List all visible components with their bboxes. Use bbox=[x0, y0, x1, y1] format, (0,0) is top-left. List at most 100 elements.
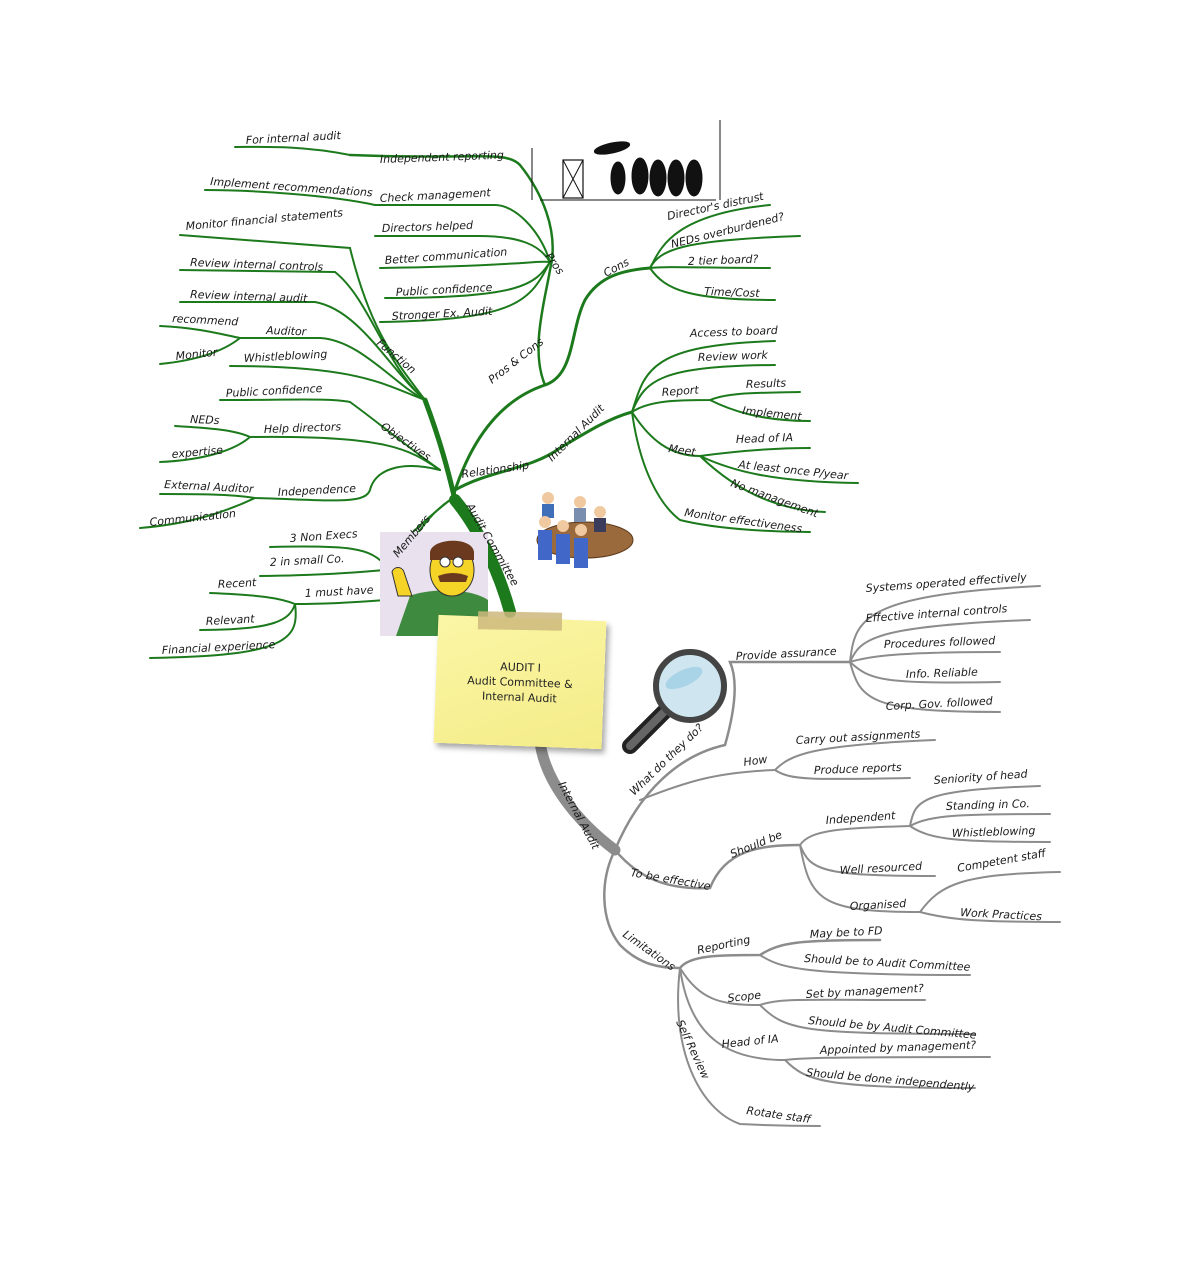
branch-done-independently bbox=[784, 1059, 976, 1089]
set-by-management-label: Set by management? bbox=[805, 982, 924, 1001]
should-be-label: Should be bbox=[728, 828, 784, 861]
standing-label: Standing in Co. bbox=[946, 797, 1030, 813]
independence-label: Independence bbox=[277, 482, 356, 499]
branch-recent bbox=[209, 592, 296, 605]
central-subtitle-2: Internal Audit bbox=[481, 689, 558, 705]
branch-3-non-execs bbox=[269, 545, 386, 566]
report-label: Report bbox=[661, 383, 699, 399]
branch-review-work bbox=[631, 364, 776, 413]
central-title: AUDIT I bbox=[499, 659, 542, 675]
branch-whistleblowing-ia bbox=[909, 825, 1051, 843]
branch-should-be-to-ac bbox=[759, 954, 971, 976]
should-be-by-ac-label: Should be by Audit Committee bbox=[808, 1014, 978, 1042]
branch-stronger-ex-audit bbox=[379, 261, 551, 323]
central-topic-note: AUDIT I Audit Committee & Internal Audit bbox=[433, 614, 607, 750]
help-directors-label: Help directors bbox=[264, 420, 342, 436]
branch-relationship bbox=[453, 410, 634, 492]
for-internal-audit-label: For internal audit bbox=[245, 129, 341, 147]
branch-independent-reporting bbox=[348, 153, 554, 387]
branch-independence-ext bbox=[159, 465, 441, 502]
branch-relevant bbox=[199, 603, 296, 631]
may-be-to-fd-label: May be to FD bbox=[809, 924, 882, 941]
procedures-followed-label: Procedures followed bbox=[884, 634, 997, 651]
review-internal-audit-label: Review internal audit bbox=[190, 288, 308, 305]
branch-well-resourced bbox=[799, 844, 936, 877]
independent-reporting-label: Independent reporting bbox=[380, 149, 504, 166]
competent-staff-label: Competent staff bbox=[956, 846, 1047, 875]
branch-produce-reports bbox=[774, 769, 911, 781]
corp-gov-label: Corp. Gov. followed bbox=[885, 694, 994, 713]
how-label: How bbox=[743, 753, 769, 769]
branch-implement bbox=[709, 399, 811, 422]
recommend-label: recommend bbox=[172, 312, 240, 329]
branch-monitor bbox=[159, 337, 241, 365]
relationship-label: Relationship bbox=[461, 459, 530, 481]
branch-public-confidence-obj bbox=[219, 398, 441, 471]
appointed-by-management-label: Appointed by management? bbox=[819, 1039, 977, 1057]
reporting-label: Reporting bbox=[696, 933, 752, 957]
audit-committee-branches bbox=[139, 145, 859, 659]
magnifying-glass-icon bbox=[622, 649, 727, 754]
branch-set-by-management bbox=[679, 967, 926, 1007]
branch-access-to-board bbox=[631, 340, 776, 413]
review-internal-controls-label: Review internal controls bbox=[190, 256, 324, 274]
one-must-have-label: 1 must have bbox=[304, 583, 374, 600]
branch-systems-operated bbox=[849, 585, 1041, 663]
stronger-ex-audit-label: Stronger Ex. Audit bbox=[391, 305, 493, 323]
branch-check-management bbox=[204, 189, 551, 263]
monitor-financial-label: Monitor financial statements bbox=[185, 206, 344, 233]
meet-label: Meet bbox=[668, 442, 698, 459]
info-reliable-label: Info. Reliable bbox=[906, 665, 979, 681]
limitations-label: Limitations bbox=[620, 928, 677, 974]
neds-label: NEDs bbox=[190, 413, 220, 427]
branch-to-be-effective bbox=[613, 843, 802, 890]
branch-monitor-financial bbox=[179, 234, 426, 401]
well-resourced-label: Well resourced bbox=[839, 860, 923, 877]
work-practices-label: Work Practices bbox=[960, 906, 1043, 923]
two-tier-board-label: 2 tier board? bbox=[688, 253, 759, 268]
review-work-label: Review work bbox=[698, 349, 769, 364]
financial-experience-label: Financial experience bbox=[161, 638, 275, 657]
self-review-label: Self Review bbox=[673, 1018, 712, 1081]
external-auditor-label: External Auditor bbox=[164, 478, 255, 496]
head-of-ia-lim-label: Head of IA bbox=[721, 1032, 779, 1051]
better-communication-label: Better communication bbox=[384, 245, 507, 267]
branch-communication bbox=[139, 497, 256, 529]
seniority-label: Seniority of head bbox=[933, 767, 1029, 787]
branch-corp-gov bbox=[849, 661, 1001, 713]
to-be-effective-label: To be effective bbox=[629, 866, 711, 893]
branch-standing bbox=[909, 813, 1051, 827]
implement-label: Implement bbox=[742, 404, 803, 423]
results-label: Results bbox=[746, 377, 787, 391]
relationship-internal-audit-label: Internal Audit bbox=[545, 401, 608, 464]
branch-auditor-recommend bbox=[159, 325, 426, 401]
branch-should-be-by-ac bbox=[759, 1004, 976, 1035]
branch-whistleblowing-fn bbox=[229, 365, 426, 401]
provide-assurance-label: Provide assurance bbox=[735, 645, 837, 663]
should-be-to-ac-label: Should be to Audit Committee bbox=[804, 952, 971, 974]
two-in-small-co-label: 2 in small Co. bbox=[269, 552, 344, 569]
cons-label: Cons bbox=[601, 255, 631, 279]
internal-audit-trunk bbox=[534, 736, 621, 856]
branch-work-practices bbox=[919, 911, 1061, 923]
pros-label: Pros bbox=[543, 250, 567, 277]
branch-rotate-staff bbox=[677, 967, 821, 1127]
meeting-table-icon bbox=[536, 492, 634, 568]
recent-label: Recent bbox=[217, 576, 257, 591]
branch-pros-cons bbox=[450, 266, 652, 502]
monitor-effectiveness-label: Monitor effectiveness bbox=[684, 506, 804, 535]
whistleblowing-ia-label: Whistleblowing bbox=[952, 824, 1036, 840]
branch-expertise bbox=[159, 436, 251, 463]
implement-recommendations-label: Implement recommendations bbox=[210, 175, 374, 199]
branch-at-least-once bbox=[699, 455, 859, 484]
branch-monitor-effectiveness bbox=[631, 411, 811, 533]
internal-audit-label: Internal Audit bbox=[555, 779, 602, 852]
public-confidence-obj-label: Public confidence bbox=[225, 382, 322, 400]
systems-operated-label: Systems operated effectively bbox=[865, 571, 1027, 595]
independent-label: Independent bbox=[825, 809, 896, 827]
organised-label: Organised bbox=[849, 897, 907, 913]
branch-what-do-they-do bbox=[613, 660, 852, 852]
pros-cons-label: Pros & Cons bbox=[486, 335, 546, 386]
scope-label: Scope bbox=[727, 989, 762, 1005]
communication-label: Communication bbox=[149, 507, 237, 529]
